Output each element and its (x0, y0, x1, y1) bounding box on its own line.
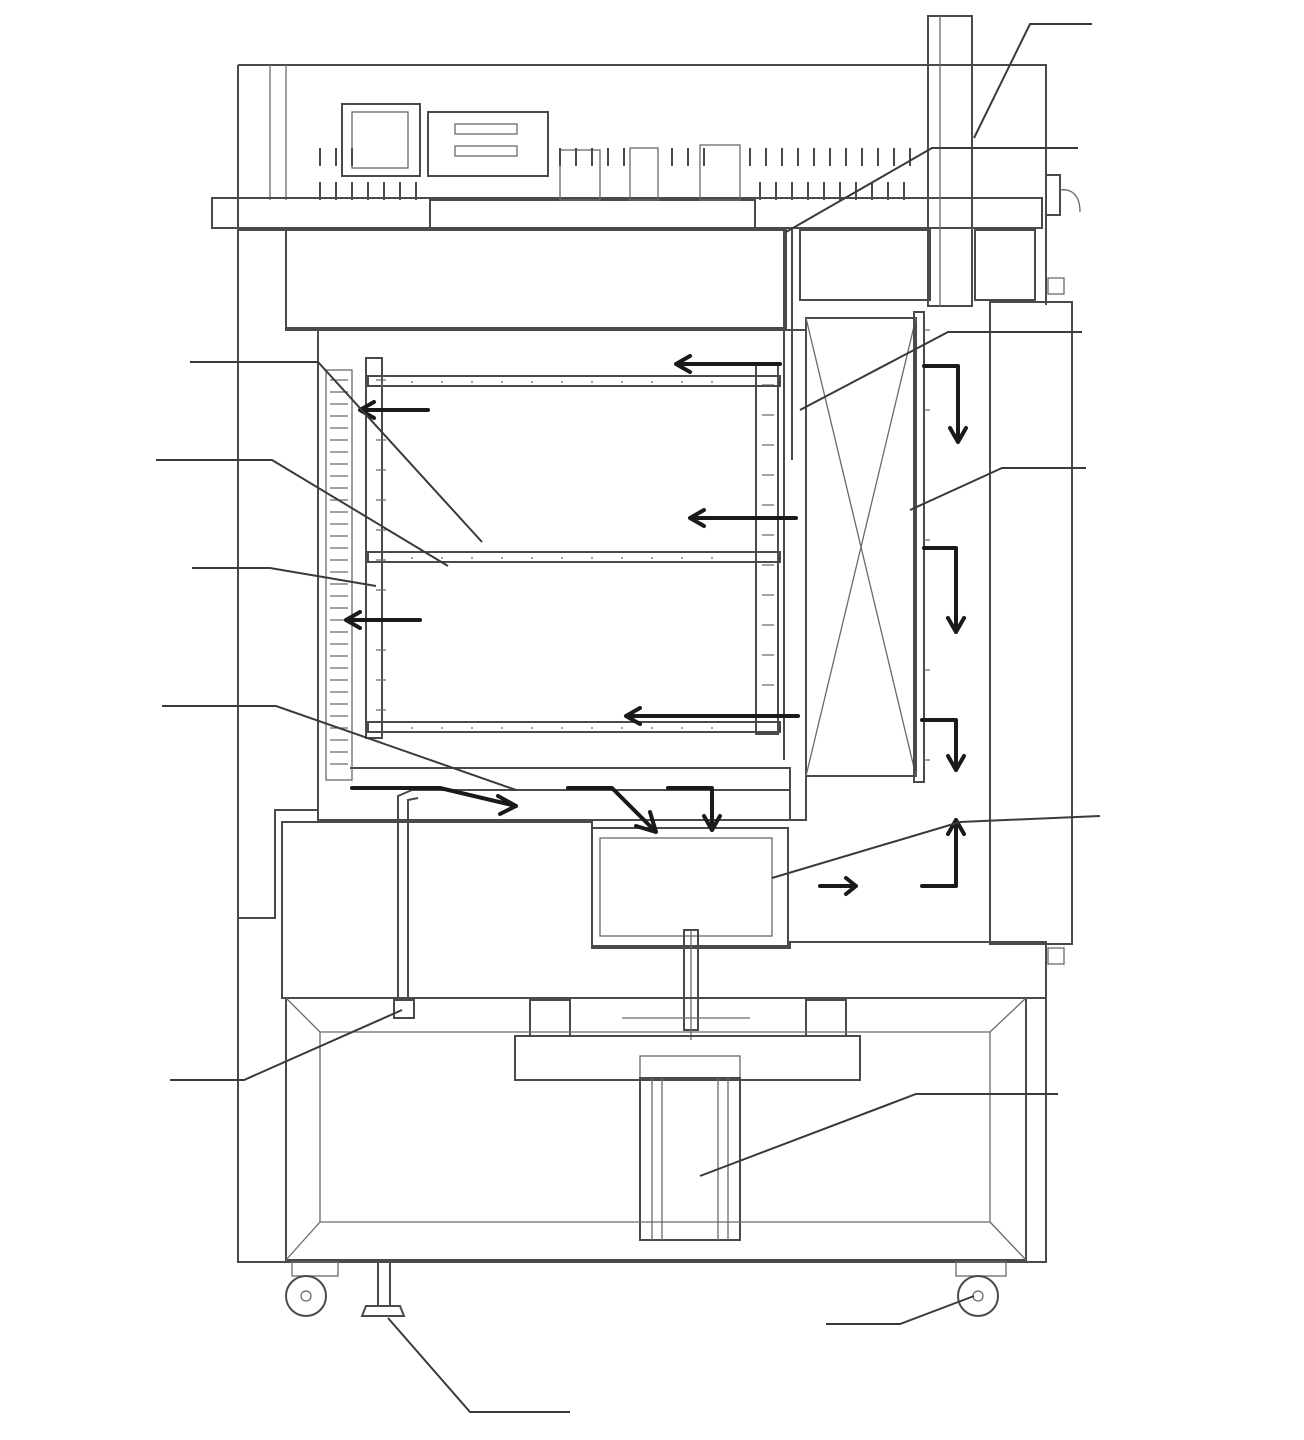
leader-air-channel (162, 705, 517, 791)
leader-rack-rail (192, 567, 377, 587)
caster-left (285, 1261, 339, 1317)
leader-fan-box (771, 815, 1101, 879)
air-duct (783, 228, 917, 777)
label-box-drain-pipe (8, 1056, 168, 1108)
leader-duct-baffle (799, 331, 1082, 411)
shelf-middle (367, 551, 781, 563)
label-box-caster-right (598, 1304, 808, 1356)
top-insulation (285, 229, 1036, 329)
caster-right (955, 1261, 1007, 1317)
leader-heater (909, 467, 1086, 511)
control-compartment (319, 103, 911, 229)
leveling-foot (360, 1261, 406, 1317)
label-box-heater (1090, 450, 1300, 504)
drive-shaft (683, 929, 699, 1040)
leader-shelf-top (190, 361, 483, 543)
leader-drain-pipe (170, 1009, 403, 1081)
motor-mount (514, 999, 861, 1081)
label-box-duct-baffle (1092, 312, 1300, 360)
label-box-shelf-top (8, 336, 186, 390)
label-box-air-channel (8, 686, 160, 738)
label-boxes (8, 4, 1300, 1438)
motor-column (639, 1077, 741, 1241)
leader-caster-right (826, 1295, 975, 1325)
label-box-motor-column (1066, 1076, 1278, 1122)
label-box-leveling-foot (586, 1390, 798, 1438)
shelf-bottom (367, 721, 781, 733)
leader-shelf-middle (156, 459, 449, 567)
right-insulation (989, 301, 1073, 945)
leader-exhaust-chimney (973, 23, 1092, 139)
right-rack-rail (755, 363, 779, 735)
left-vent-grille (325, 369, 353, 781)
lower-cabinet (285, 997, 1027, 1261)
airflow-arrows (344, 354, 968, 896)
fan-motor-box (591, 827, 789, 947)
cabinet-shell (211, 64, 1047, 1263)
label-box-shelf-middle (8, 438, 154, 490)
label-box-fan-box (1106, 800, 1300, 850)
leader-air-duct-plate (785, 147, 1078, 233)
heater-element (805, 311, 930, 783)
label-box-exhaust-chimney (1096, 4, 1300, 60)
label-box-air-duct-plate (1098, 136, 1300, 212)
shelf-top (367, 375, 781, 388)
vent-slots-upper (319, 148, 911, 200)
exhaust-chimney (927, 15, 973, 307)
bottom-insulation (281, 821, 1047, 999)
callout-leaders (156, 23, 1101, 1413)
side-fitting (1046, 174, 1081, 965)
leader-leveling-foot (387, 1317, 570, 1413)
label-box-rack-rail (8, 546, 174, 598)
leader-motor-column (699, 1093, 1058, 1177)
